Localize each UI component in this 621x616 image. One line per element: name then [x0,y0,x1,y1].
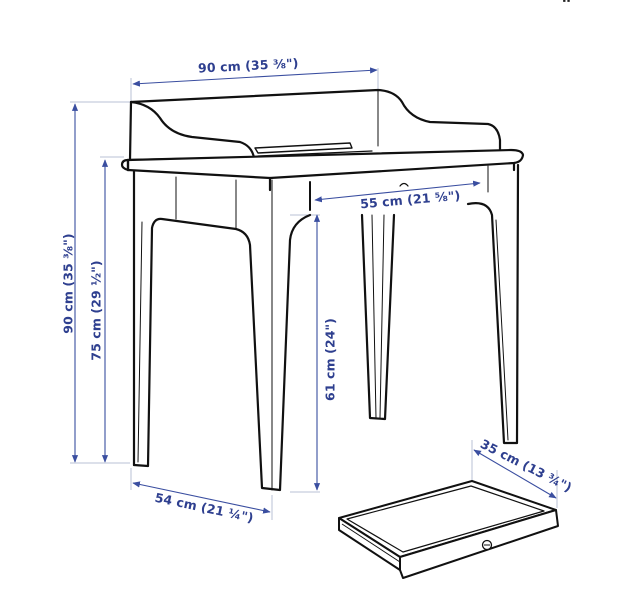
knee-height-label: 61 cm (24") [322,318,338,401]
extension-lines [70,68,558,520]
corner-mark: ❛❛ [562,0,571,11]
overall-height-label: 90 cm (35 ⅜") [60,233,76,334]
dimension-lines [71,67,557,514]
drawer-outline [338,480,559,579]
table-height-label: 75 cm (29 ½") [88,260,104,361]
desk-outline [120,88,525,492]
